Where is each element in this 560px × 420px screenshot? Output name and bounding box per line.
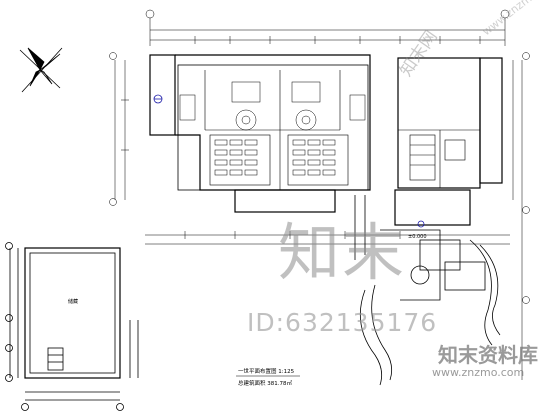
interior-walls [204,70,480,190]
watermark-brand: 知末资料库 [438,343,538,367]
watermark-url: www.znzmo.com [432,366,525,379]
compass-icon [19,47,63,93]
elevation-mark: ±0.000 [408,234,427,240]
dimension-lines [109,9,530,380]
watermark-logo-text: 知末 [278,216,407,289]
accent-markers [153,94,425,228]
drawing-title: 一世平面布置图 1:125 [238,369,295,375]
lower-wing [354,195,501,386]
storage-building [5,242,139,411]
area-note: 总建筑面积 381.78㎡ [238,381,292,387]
storage-room-label: 储藏 [68,299,79,305]
furniture-tables [179,81,366,176]
watermark-id: ID:632135176 [247,308,438,337]
main-building-outline [149,54,503,226]
